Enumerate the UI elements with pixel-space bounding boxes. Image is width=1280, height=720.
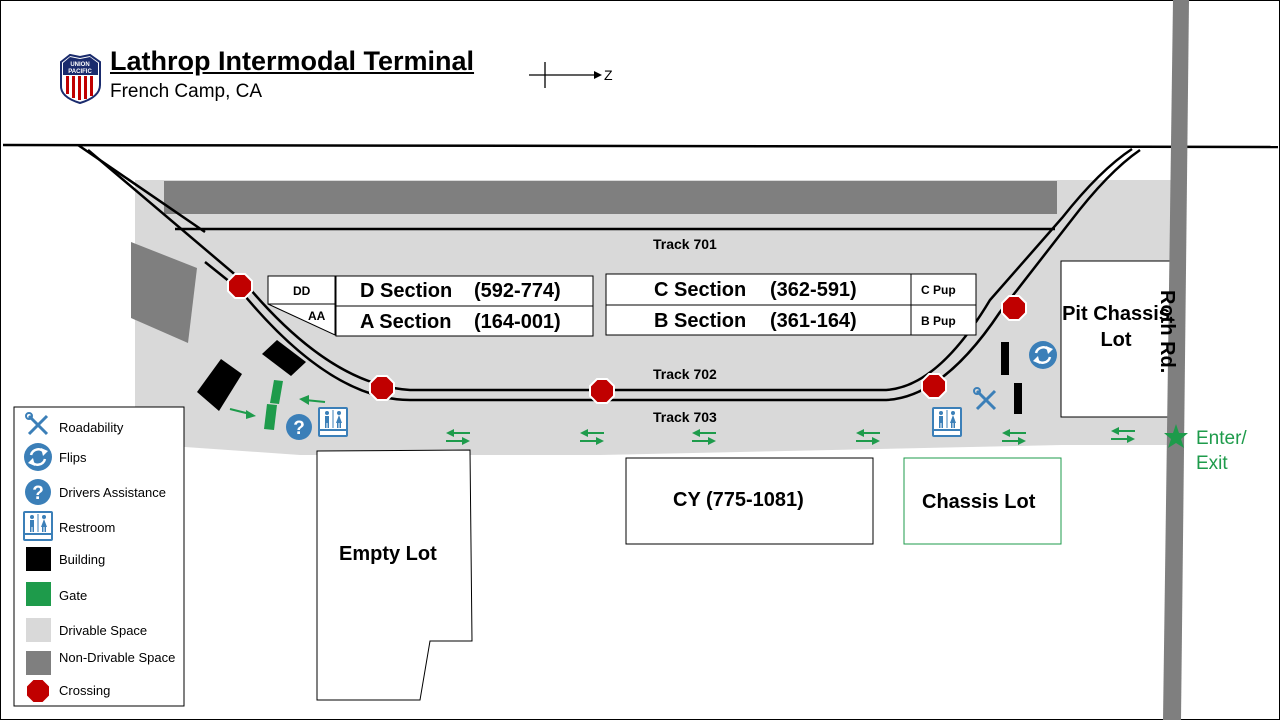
- a-section-box[interactable]: [335, 305, 594, 337]
- page-title: Lathrop Intermodal Terminal: [110, 46, 475, 76]
- restroom-icon-2: [931, 406, 963, 438]
- legend-label-drivable: Drivable Space: [59, 623, 148, 638]
- crossing-2: [369, 375, 395, 401]
- legend-label-restroom: Restroom: [59, 520, 116, 535]
- non-drivable-strip: [164, 181, 1057, 214]
- building-2: [262, 340, 306, 376]
- cy-lot-label: CY (775-1081): [673, 489, 804, 511]
- enter-exit-star-icon: [1164, 424, 1188, 448]
- north-label: Z: [604, 67, 613, 83]
- legend-non-drivable-swatch: [26, 651, 51, 675]
- legend-flip-icon: [22, 441, 54, 473]
- non-drivable-area: [131, 242, 197, 343]
- roth-road: [1163, 0, 1189, 720]
- svg-text:UNION: UNION: [70, 62, 89, 68]
- gate-arrow-out-head: [299, 395, 309, 405]
- chassis-lot-label: Chassis Lot: [922, 491, 1036, 513]
- c-section-range: (362-591): [770, 279, 857, 301]
- pit-chassis-lot-label: Pit Chassis Lot: [1062, 303, 1170, 351]
- legend-crossing-icon: [25, 678, 51, 704]
- cy-lot[interactable]: [625, 457, 874, 545]
- building-1: [197, 359, 242, 411]
- b-pup-label: B Pup: [921, 314, 956, 328]
- empty-lot-label: Empty Lot: [339, 543, 437, 565]
- track-701-label: Track 701: [653, 236, 717, 252]
- restroom-icon-1: [317, 406, 349, 438]
- legend-drivable-swatch: [26, 618, 51, 642]
- b-section-range: (361-164): [770, 310, 857, 332]
- legend-label-flips: Flips: [59, 450, 87, 465]
- aa-label: AA: [308, 309, 326, 323]
- c-section-name: C Section: [654, 279, 747, 301]
- gate-2: [264, 404, 277, 430]
- question-icon: [286, 414, 312, 440]
- enter-exit-label: Enter/ Exit: [1196, 428, 1247, 474]
- pit-chassis-lot[interactable]: [1060, 260, 1171, 418]
- legend-building-swatch: [26, 547, 51, 571]
- d-section-box[interactable]: [335, 275, 594, 307]
- legend-label-building: Building: [59, 552, 106, 567]
- north-arrow-head: [594, 71, 602, 79]
- crossing-4: [921, 373, 947, 399]
- c-section-box[interactable]: [605, 273, 912, 306]
- gate-arrow-in-head: [246, 410, 256, 419]
- c-pup-label: C Pup: [921, 283, 956, 297]
- empty-lot[interactable]: [316, 449, 473, 701]
- union-pacific-logo: UNION PACIFIC: [59, 53, 101, 105]
- b-section-box[interactable]: [605, 304, 912, 336]
- building-4: [1014, 383, 1022, 414]
- crossing-3: [589, 378, 615, 404]
- dd-label: DD: [293, 284, 311, 298]
- track-703-label: Track 703: [653, 409, 717, 425]
- aa-box: [267, 303, 336, 336]
- legend-label-crossing: Crossing: [59, 683, 111, 698]
- gate-1: [270, 380, 283, 404]
- d-section-name: D Section: [360, 280, 453, 302]
- mainline-track: [2, 143, 1279, 149]
- legend-label-non-drivable: Non-Drivable Space: [59, 650, 176, 665]
- track-702-line: [87, 147, 1133, 392]
- crossing-5: [1001, 295, 1027, 321]
- a-section-name: A Section: [360, 311, 452, 333]
- a-section-range: (164-001): [474, 311, 561, 333]
- crossing-1: [227, 273, 253, 299]
- legend-gate-swatch: [26, 582, 51, 606]
- b-section-name: B Section: [654, 310, 747, 332]
- legend-label-drivers-assistance: Drivers Assistance: [59, 485, 166, 500]
- legend-label-roadability: Roadability: [59, 420, 124, 435]
- svg-text:PACIFIC: PACIFIC: [68, 69, 92, 75]
- track-702-label: Track 702: [653, 366, 717, 382]
- legend-label-gate: Gate: [59, 588, 88, 603]
- building-3: [1001, 342, 1009, 375]
- legend-restroom-icon: [22, 510, 54, 542]
- roth-road-label: Roth Rd.: [1156, 290, 1178, 374]
- legend-question-icon: [25, 479, 51, 505]
- c-pup-box: [910, 273, 977, 306]
- d-section-range: (592-774): [474, 280, 561, 302]
- flip-icon: [1027, 339, 1059, 371]
- page-subtitle: French Camp, CA: [110, 81, 263, 102]
- b-pup-box: [910, 304, 977, 336]
- track-703-line: [204, 148, 1141, 402]
- chassis-lot[interactable]: [903, 457, 1062, 545]
